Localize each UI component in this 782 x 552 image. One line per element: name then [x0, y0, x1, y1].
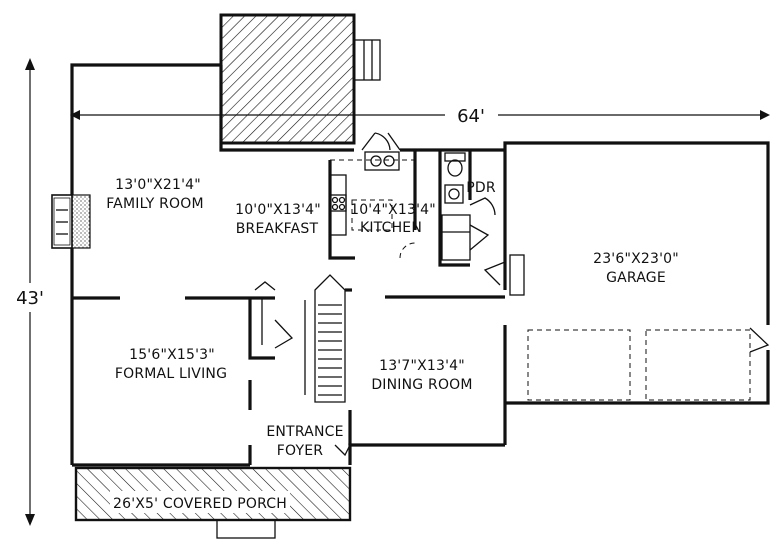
kitchen-counters: [329, 151, 416, 236]
breakfast-size: 10'0"X13'4": [235, 202, 321, 218]
toilet-icon: [447, 159, 463, 177]
width-label: 64': [457, 106, 485, 127]
garage-doors: [527, 327, 770, 401]
arrow-left-icon: [70, 110, 80, 120]
laundry-area: [399, 214, 490, 261]
interior-walls: [72, 150, 505, 445]
cooktop-icon: [329, 194, 347, 212]
vanity-icon: [444, 184, 464, 204]
formal-living-name: FORMAL LIVING: [115, 366, 227, 382]
deck-stairs: [353, 39, 381, 81]
arrow-right-icon: [760, 110, 770, 120]
arrow-up-icon: [25, 58, 35, 70]
family-room-size: 13'0"X21'4": [115, 177, 201, 193]
dining-room-name: DINING ROOM: [371, 377, 472, 393]
porch-step: [216, 519, 276, 539]
garage-size: 23'6"X23'0": [593, 251, 679, 267]
garage-entry: [483, 254, 525, 296]
porch-label: 26'X5' COVERED PORCH: [113, 496, 287, 512]
breakfast-name: BREAKFAST: [236, 221, 319, 237]
depth-label: 43': [16, 288, 44, 309]
sink-icon: [364, 151, 400, 171]
formal-living-size: 15'6"X15'3": [129, 347, 215, 363]
garage-name: GARAGE: [606, 270, 666, 286]
depth-dimension: [25, 58, 35, 526]
kitchen-size: 10'4"X13'4": [350, 202, 436, 218]
staircase: [304, 274, 352, 403]
width-dimension: [70, 110, 770, 120]
windows: [71, 64, 769, 466]
front-door: [334, 444, 351, 457]
foyer-line-1: ENTRANCE: [266, 424, 343, 440]
rear-deck: [219, 13, 356, 145]
closet-door: [254, 281, 294, 349]
foyer-line-2: FOYER: [277, 443, 324, 459]
kitchen-rear-door: [361, 132, 401, 151]
arrow-down-icon: [25, 514, 35, 526]
kitchen-name: KITCHEN: [360, 220, 422, 236]
fireplace: [51, 194, 91, 249]
pdr-name: PDR: [466, 180, 496, 196]
family-room-name: FAMILY ROOM: [106, 196, 204, 212]
pdr-fixtures: [444, 152, 496, 216]
dining-room-size: 13'7"X13'4": [379, 358, 465, 374]
